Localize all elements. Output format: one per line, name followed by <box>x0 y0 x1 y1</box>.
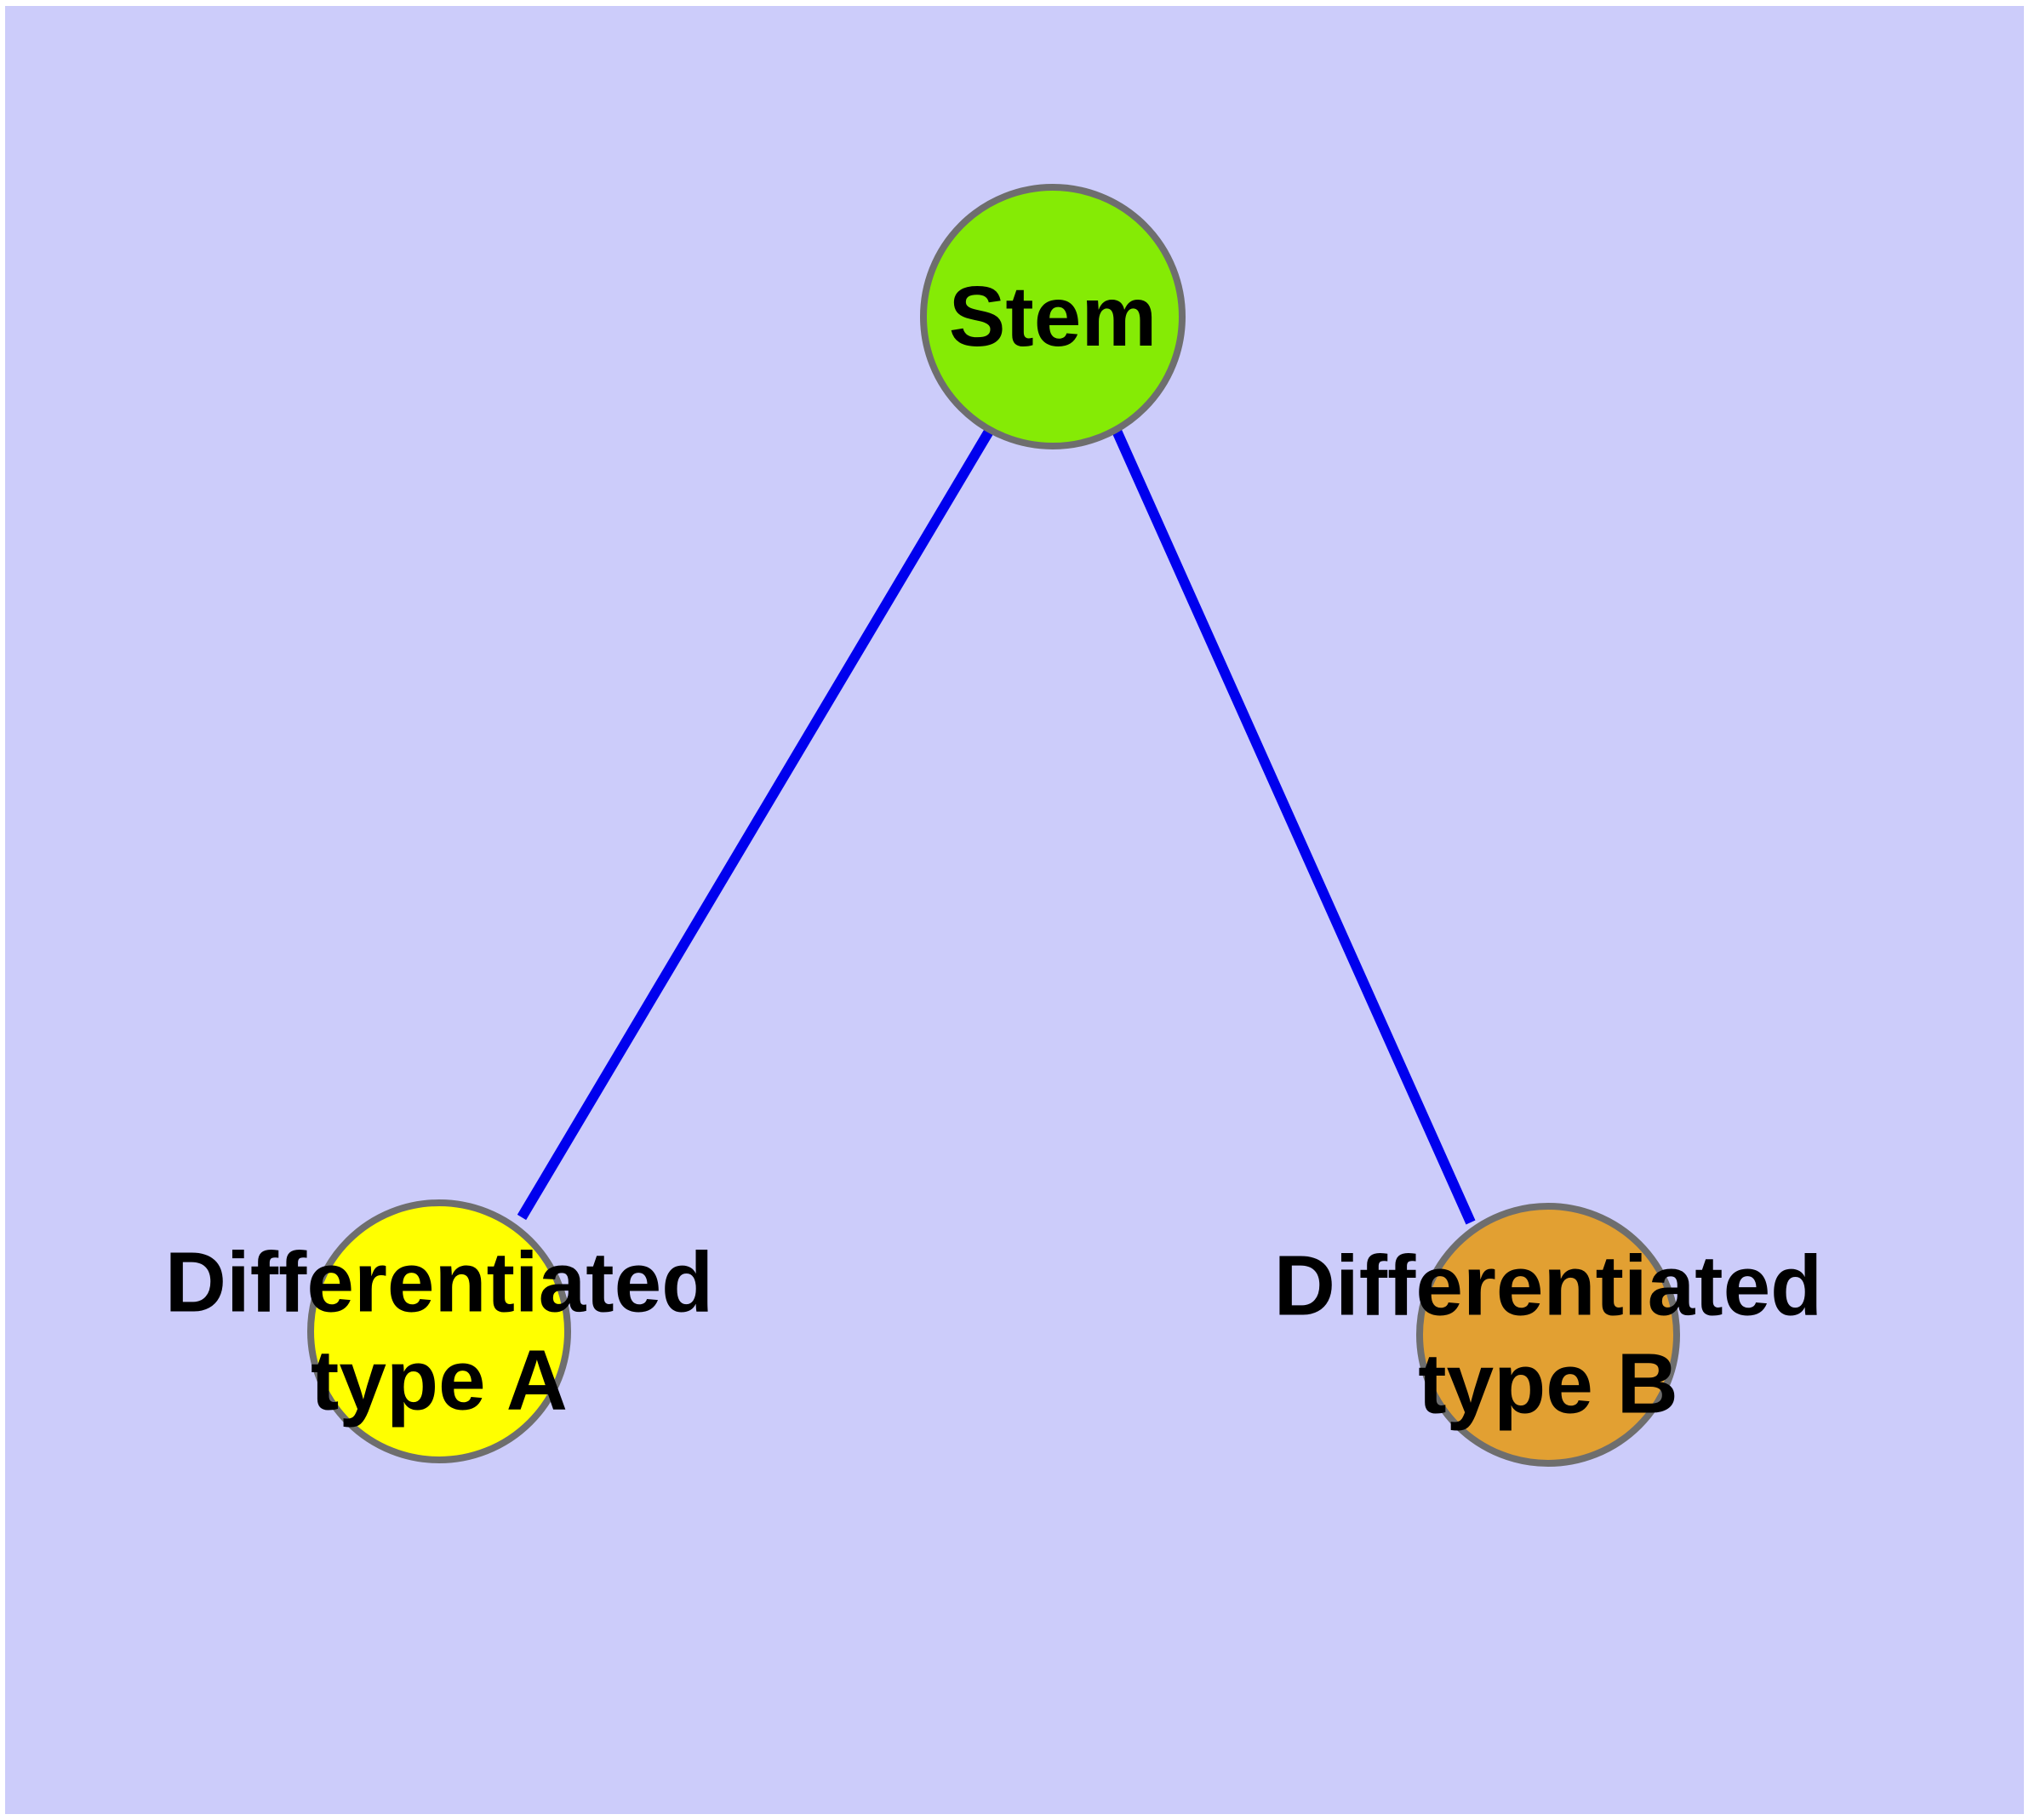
node-label-stem: Stem <box>949 269 1157 364</box>
node-layer <box>307 184 1680 1467</box>
node-label-line: Differentiated <box>165 1235 714 1331</box>
node-label-line: Differentiated <box>1274 1239 1823 1334</box>
edge-stem-to-differentiated-type-b[interactable] <box>1112 428 1476 1225</box>
edge-layer <box>517 426 1476 1225</box>
node-label-line: Stem <box>949 269 1157 364</box>
node-differentiated-type-b[interactable] <box>1416 1203 1680 1467</box>
node-stem[interactable] <box>920 184 1186 449</box>
node-differentiated-type-a[interactable] <box>307 1199 571 1463</box>
node-label-line: type A <box>311 1333 568 1428</box>
node-label-line: type B <box>1418 1336 1678 1432</box>
edge-stem-to-differentiated-type-a[interactable] <box>517 426 995 1221</box>
